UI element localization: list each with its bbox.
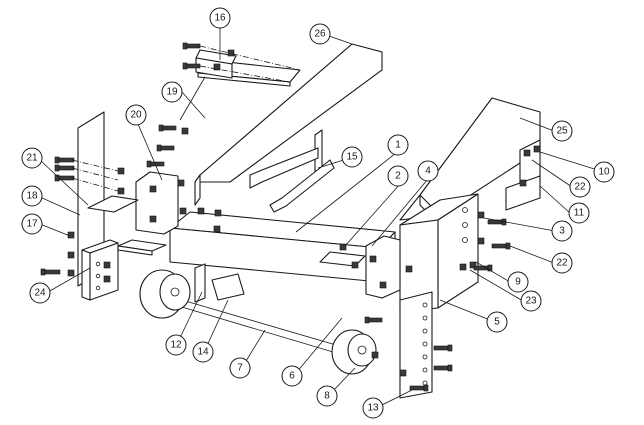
callout-label-11: 11: [574, 208, 585, 219]
callout-label-1: 1: [395, 140, 401, 151]
callout-10: 10: [593, 161, 615, 183]
callout-label-25: 25: [556, 126, 568, 137]
callout-label-21: 21: [26, 153, 38, 164]
callout-6: 6: [281, 365, 303, 387]
callout-label-10: 10: [598, 167, 610, 178]
right-hub-8: [331, 329, 377, 375]
callout-label-4: 4: [425, 166, 431, 177]
callout-label-12: 12: [170, 340, 182, 351]
callout-7: 7: [229, 357, 251, 379]
callout-label-22-bottom: 22: [556, 258, 568, 269]
callout-13: 13: [362, 397, 384, 419]
callout-11: 11: [568, 202, 590, 224]
callout-18: 18: [21, 185, 43, 207]
end-plate-20: [135, 171, 179, 235]
plate-21: [87, 195, 139, 213]
callout-label-16: 16: [214, 13, 226, 24]
left-hub: [139, 269, 191, 319]
callout-8: 8: [316, 385, 338, 407]
callout-12: 12: [165, 334, 187, 356]
callout-2: 2: [387, 165, 409, 187]
callout-5: 5: [486, 311, 508, 333]
callout-label-8: 8: [324, 391, 330, 402]
clamp-plate-24: [81, 239, 119, 301]
callout-label-9: 9: [515, 277, 521, 288]
callout-label-15: 15: [346, 152, 358, 163]
callout-17: 17: [21, 213, 43, 235]
diagonal-braces-15: [249, 147, 335, 213]
callout-25: 25: [551, 120, 573, 142]
bolt-set: [40, 42, 541, 392]
callout-3: 3: [551, 220, 573, 242]
end-plate-23: [365, 235, 401, 299]
callout-label-18: 18: [26, 191, 38, 202]
callout-19: 19: [161, 81, 183, 103]
callout-23: 23: [520, 290, 542, 312]
callout-4: 4: [417, 160, 439, 182]
plate-17: [117, 239, 167, 256]
callout-14: 14: [192, 341, 214, 363]
spacer-14: [211, 273, 245, 301]
vertical-post-13: [399, 291, 433, 399]
callout-20: 20: [125, 104, 147, 126]
callout-label-7: 7: [237, 363, 243, 374]
callout-label-2: 2: [395, 171, 401, 182]
callout-label-13: 13: [367, 403, 379, 414]
callout-label-22-top: 22: [574, 182, 586, 193]
callout-label-24: 24: [34, 288, 46, 299]
callout-label-3: 3: [559, 226, 565, 237]
callout-22-bottom: 22: [551, 252, 573, 274]
callout-16: 16: [209, 7, 231, 29]
spacer-12: [194, 263, 206, 303]
callout-24: 24: [29, 282, 51, 304]
leader-lines: [39, 28, 605, 407]
alignment-lines: [71, 45, 301, 192]
callout-label-19: 19: [166, 87, 178, 98]
callout-label-5: 5: [494, 317, 500, 328]
callout-26: 26: [309, 23, 331, 45]
callout-22-top: 22: [569, 176, 591, 198]
upper-arm-26: [194, 43, 383, 206]
callout-label-14: 14: [197, 347, 209, 358]
callout-label-26: 26: [314, 29, 326, 40]
callout-21: 21: [21, 147, 43, 169]
right-end-frame-9: [399, 193, 479, 313]
callout-label-23: 23: [525, 296, 537, 307]
callout-label-20: 20: [130, 110, 142, 121]
callout-15: 15: [341, 146, 363, 168]
shaft-7: [174, 297, 361, 361]
callout-1: 1: [387, 134, 409, 156]
callout-label-17: 17: [26, 219, 38, 230]
callout-label-6: 6: [289, 371, 295, 382]
spacer-plate-11: [505, 175, 541, 211]
callout-9: 9: [507, 271, 529, 293]
